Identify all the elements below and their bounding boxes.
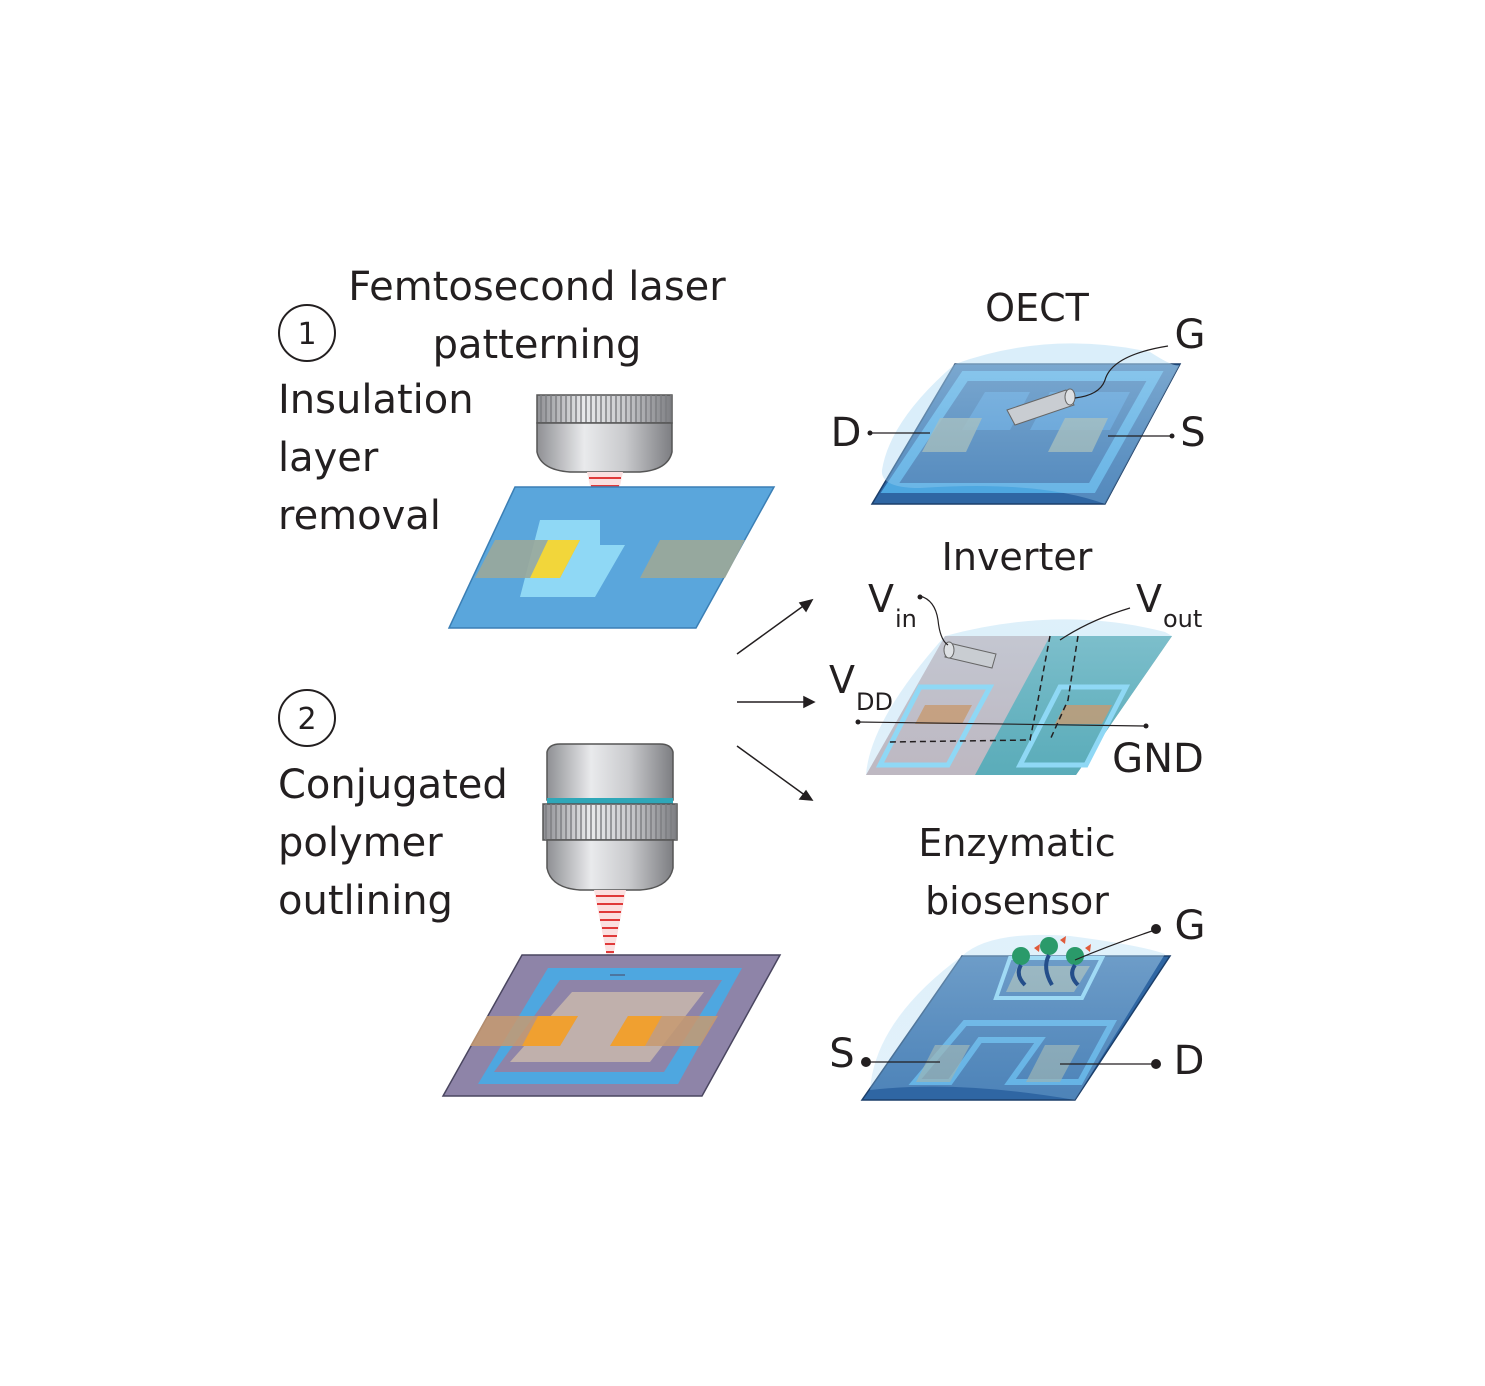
step1-desc-line1: Insulation xyxy=(278,377,474,423)
arrow-to-oect xyxy=(736,603,807,655)
step2-desc-line1: Conjugated xyxy=(278,762,508,808)
step1-title-line1: Femtosecond laser xyxy=(348,264,726,310)
laser-beam-2 xyxy=(594,890,626,972)
step1-title-line2: patterning xyxy=(433,322,642,368)
inverter-title: Inverter xyxy=(942,535,1093,579)
inverter-gate-electrode-icon xyxy=(943,641,997,669)
biosensor-title-line1: Enzymatic xyxy=(918,821,1115,865)
step2-number-badge: 2 xyxy=(278,689,336,747)
step1-number: 1 xyxy=(297,317,316,352)
inverter-vdd-subscript: DD xyxy=(856,688,893,716)
arrows xyxy=(736,598,816,801)
inverter-device xyxy=(855,594,1172,775)
biosensor-gate-label: G xyxy=(1175,903,1206,949)
step2-substrate xyxy=(441,954,782,1097)
oect-source-label: S xyxy=(1180,410,1205,456)
biosensor-drain-label: D xyxy=(1174,1038,1205,1084)
biosensor-device xyxy=(860,924,1172,1101)
objective-lens-2-icon xyxy=(542,743,678,891)
oect-device xyxy=(867,343,1182,505)
gate-electrode-icon xyxy=(1006,388,1076,426)
step1-substrate xyxy=(447,486,776,629)
arrow-head-oect xyxy=(798,598,814,613)
step1-desc-line2: layer xyxy=(278,435,379,481)
inverter-vout-label: V xyxy=(1136,577,1162,621)
step1-number-badge: 1 xyxy=(278,304,336,362)
biosensor-source-label: S xyxy=(829,1031,854,1077)
biosensor-title-line2: biosensor xyxy=(925,879,1109,923)
arrow-head-biosensor xyxy=(798,789,814,801)
oect-title: OECT xyxy=(985,286,1089,330)
enzyme-icon xyxy=(1012,936,1091,987)
step1-desc-line3: removal xyxy=(278,493,441,539)
inverter-gnd-label: GND xyxy=(1112,736,1204,782)
inverter-vin-label: V xyxy=(868,577,894,621)
oect-gate-label: G xyxy=(1175,312,1206,358)
step2-desc-line2: polymer xyxy=(278,820,443,866)
arrow-head-inverter xyxy=(803,695,816,709)
arrow-to-biosensor xyxy=(736,745,807,797)
inverter-vdd-label: V xyxy=(829,658,855,702)
step2-desc-line3: outlining xyxy=(278,878,453,924)
step2-number: 2 xyxy=(297,702,316,737)
inverter-vin-subscript: in xyxy=(895,605,917,633)
oect-drain-label: D xyxy=(831,410,862,456)
objective-lens-1-icon xyxy=(536,394,673,473)
inverter-vout-subscript: out xyxy=(1163,605,1202,633)
